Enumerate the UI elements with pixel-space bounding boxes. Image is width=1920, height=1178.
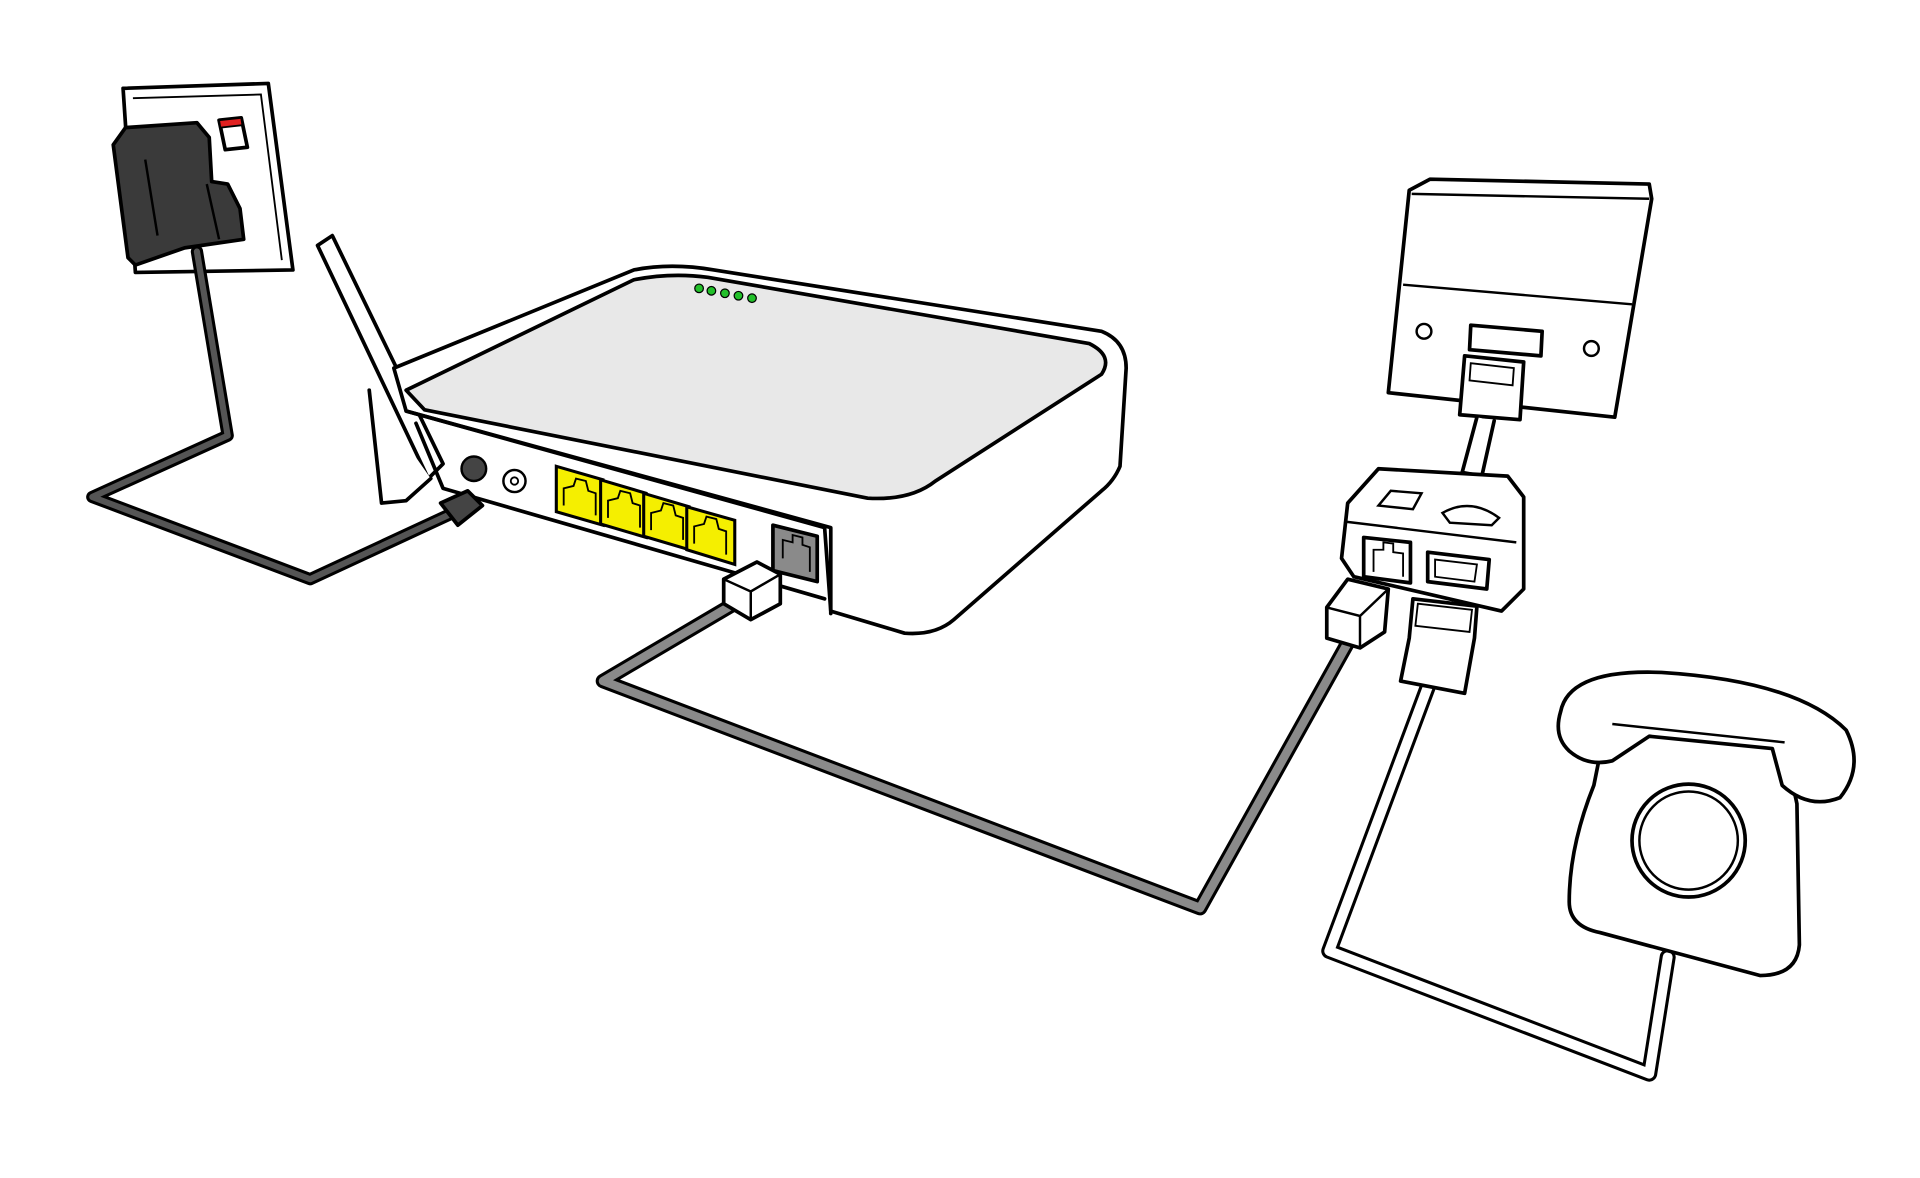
plug-icon xyxy=(111,120,246,267)
rj11-plug-splitter xyxy=(1324,577,1391,650)
power-switch-icon xyxy=(217,115,250,152)
power-connector-icon xyxy=(438,488,485,528)
phone-cable xyxy=(1321,679,1676,1082)
dsl-cable xyxy=(595,593,1362,916)
ethernet-ports xyxy=(554,464,737,567)
power-cable xyxy=(86,245,460,586)
telephone-icon xyxy=(1556,670,1856,978)
rj11-plug-router xyxy=(721,560,783,622)
phone-socket-icon xyxy=(1386,177,1654,422)
router-top-panel xyxy=(404,273,1108,501)
rj11-port-icon xyxy=(771,523,820,584)
telephone-symbol-icon xyxy=(1440,504,1501,527)
antenna-icon xyxy=(315,233,445,505)
power-button-icon xyxy=(460,455,488,483)
status-leds xyxy=(694,283,757,304)
splitter-icon xyxy=(1339,466,1526,613)
rj11-plug-phone xyxy=(1398,596,1479,696)
router xyxy=(392,264,1128,636)
modem-symbol-icon xyxy=(1376,489,1424,511)
